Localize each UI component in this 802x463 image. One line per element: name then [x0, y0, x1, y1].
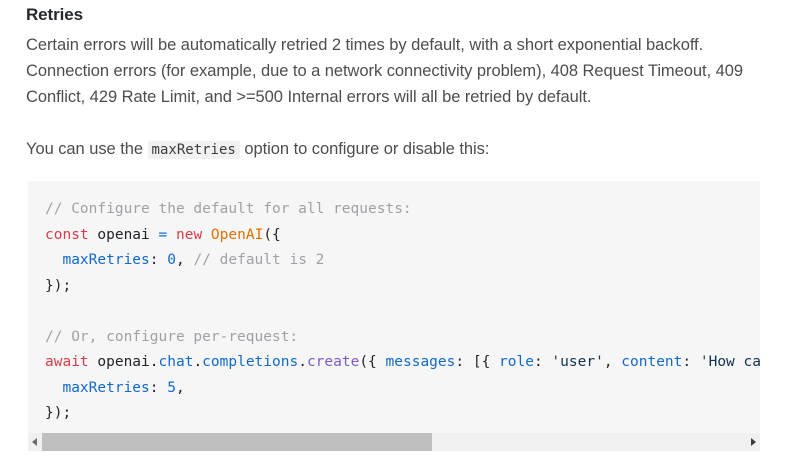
code-token-prop: maxRetries — [62, 379, 150, 396]
code-token-punc: : — [682, 354, 700, 370]
code-token-keyword: const — [45, 226, 89, 243]
code-horizontal-scrollbar[interactable] — [28, 433, 760, 451]
code-token-prop: completions — [202, 354, 299, 370]
code-token-prop: content — [621, 354, 683, 370]
code-token-punc: . — [149, 354, 159, 370]
code-token-plain: openai — [97, 226, 150, 243]
code-line: }); — [45, 274, 760, 300]
code-token-comment: // default is 2 — [193, 252, 325, 268]
code-token-punc: , — [175, 379, 185, 396]
code-token-punc: }); — [45, 405, 72, 421]
code-token-punc: ({ — [263, 226, 281, 243]
code-token-punc: }); — [45, 277, 72, 294]
code-token-string: 'user' — [551, 354, 604, 370]
code-token-prop: role — [499, 354, 534, 370]
scroll-right-arrow-icon[interactable] — [746, 433, 760, 451]
code-token-plain — [45, 252, 62, 268]
code-line: const openai = new OpenAI({ — [45, 223, 760, 249]
code-lines: // Configure the default for all request… — [28, 197, 760, 427]
code-token-keyword: await — [45, 354, 89, 370]
code-token-prop: messages — [385, 354, 456, 370]
code-token-operator: = — [158, 226, 168, 243]
code-token-plain — [202, 227, 211, 243]
code-token-comment: // Or, configure per-request: — [45, 328, 299, 345]
code-token-punc: , — [603, 354, 622, 370]
scroll-left-arrow-icon[interactable] — [28, 433, 42, 451]
code-token-num: 5 — [167, 379, 176, 396]
option-paragraph-prefix: You can use the — [26, 140, 143, 158]
code-token-comment: // Configure the default for all request… — [45, 201, 412, 217]
code-token-keyword: new — [175, 226, 203, 243]
intro-paragraph: Certain errors will be automatically ret… — [26, 36, 743, 106]
code-line — [45, 299, 760, 325]
code-token-punc: : — [533, 354, 552, 370]
code-token-plain: openai — [97, 354, 150, 370]
inline-code-maxretries: maxRetries — [147, 141, 240, 159]
code-line: maxRetries: 0, // default is 2 — [45, 248, 760, 274]
code-token-num: 0 — [167, 252, 176, 268]
code-token-class: OpenAI — [210, 226, 264, 243]
code-line: maxRetries: 5, — [45, 376, 760, 402]
code-line: // Or, configure per-request: — [45, 325, 760, 351]
code-token-fn: create — [306, 354, 360, 370]
code-line: }); — [45, 401, 760, 427]
scrollbar-thumb[interactable] — [42, 433, 432, 451]
code-token-prop: chat — [158, 354, 194, 370]
code-token-punc: ({ — [359, 354, 386, 370]
code-token-punc: : — [149, 379, 168, 396]
code-line: await openai.chat.completions.create({ m… — [45, 350, 760, 376]
code-token-punc: : [{ — [455, 354, 500, 370]
option-paragraph: You can use the maxRetries option to con… — [26, 136, 778, 163]
code-token-string: 'How can I get — [699, 354, 760, 370]
code-block[interactable]: // Configure the default for all request… — [28, 181, 760, 433]
code-token-punc: , — [175, 252, 194, 268]
code-token-punc: . — [298, 354, 307, 370]
code-token-plain — [150, 227, 159, 243]
code-token-punc: : — [149, 252, 168, 268]
code-token-plain — [45, 380, 62, 396]
page-title: Retries — [26, 5, 83, 24]
code-token-punc: . — [193, 354, 203, 370]
option-paragraph-suffix: option to configure or disable this: — [244, 140, 490, 158]
scrollbar-track[interactable] — [42, 433, 746, 451]
code-token-plain — [167, 227, 176, 243]
code-token-prop: maxRetries — [62, 252, 150, 268]
code-line: // Configure the default for all request… — [45, 197, 760, 223]
